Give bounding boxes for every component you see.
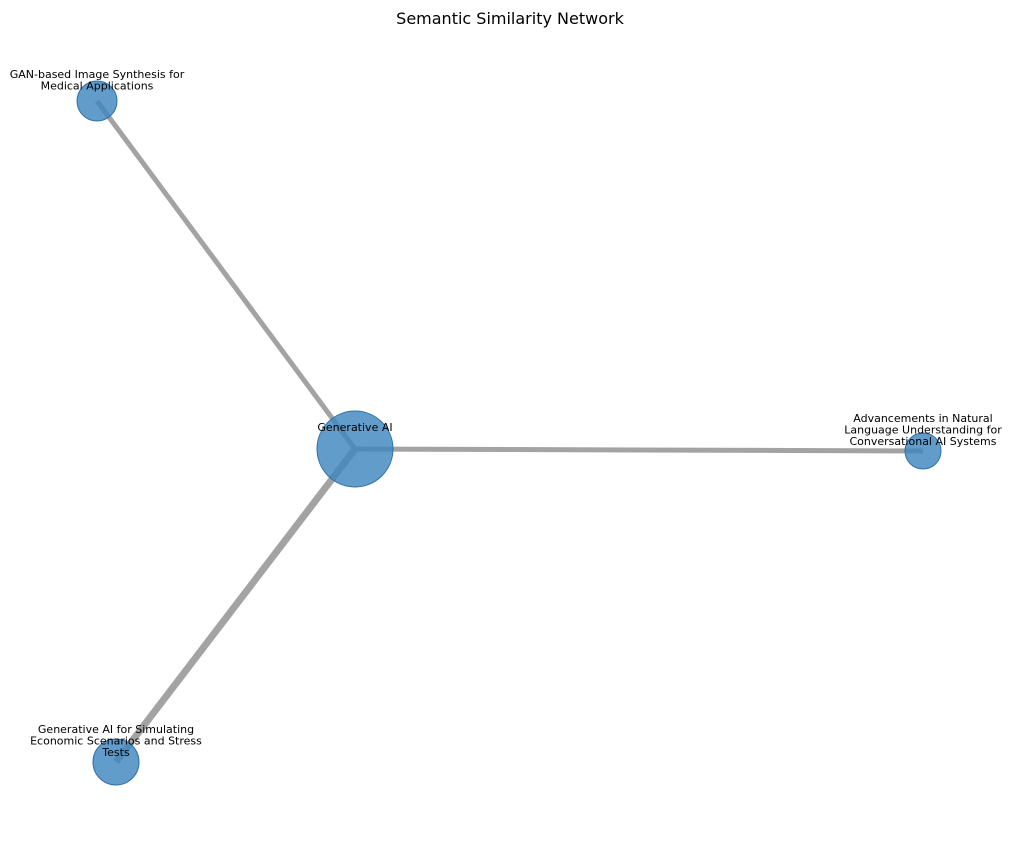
node-nlu-conversational bbox=[904, 432, 942, 470]
node-label-line: Conversational AI Systems bbox=[849, 435, 996, 448]
diagram-title: Semantic Similarity Network bbox=[396, 9, 624, 28]
edges-layer bbox=[94, 99, 924, 765]
labels-layer: Generative AI GAN-based Image Synthesis f… bbox=[10, 68, 1002, 759]
edge-generative-ai-to-economic-scenarios bbox=[113, 446, 358, 765]
edge-generative-ai-to-gan-image-synthesis bbox=[94, 99, 358, 451]
node-gan-image-synthesis bbox=[76, 80, 118, 122]
node-generative-ai bbox=[316, 410, 394, 488]
node-economic-scenarios bbox=[92, 738, 140, 786]
node-label-line: Advancements in Natural bbox=[853, 412, 992, 425]
node-label-line: Medical Applications bbox=[41, 80, 154, 93]
node-label-line: Language Understanding for bbox=[844, 424, 1002, 437]
node-label-line: Economic Scenarios and Stress bbox=[30, 735, 202, 748]
nodes-layer bbox=[76, 80, 942, 786]
node-label-line: Generative AI for Simulating bbox=[38, 723, 194, 736]
node-label-line: GAN-based Image Synthesis for bbox=[10, 68, 185, 81]
edge-generative-ai-to-nlu-conversational bbox=[354, 446, 924, 454]
node-label-line: Tests bbox=[101, 746, 130, 759]
node-label-generative-ai: Generative AI bbox=[317, 421, 392, 434]
node-label-line: Generative AI bbox=[317, 421, 392, 434]
